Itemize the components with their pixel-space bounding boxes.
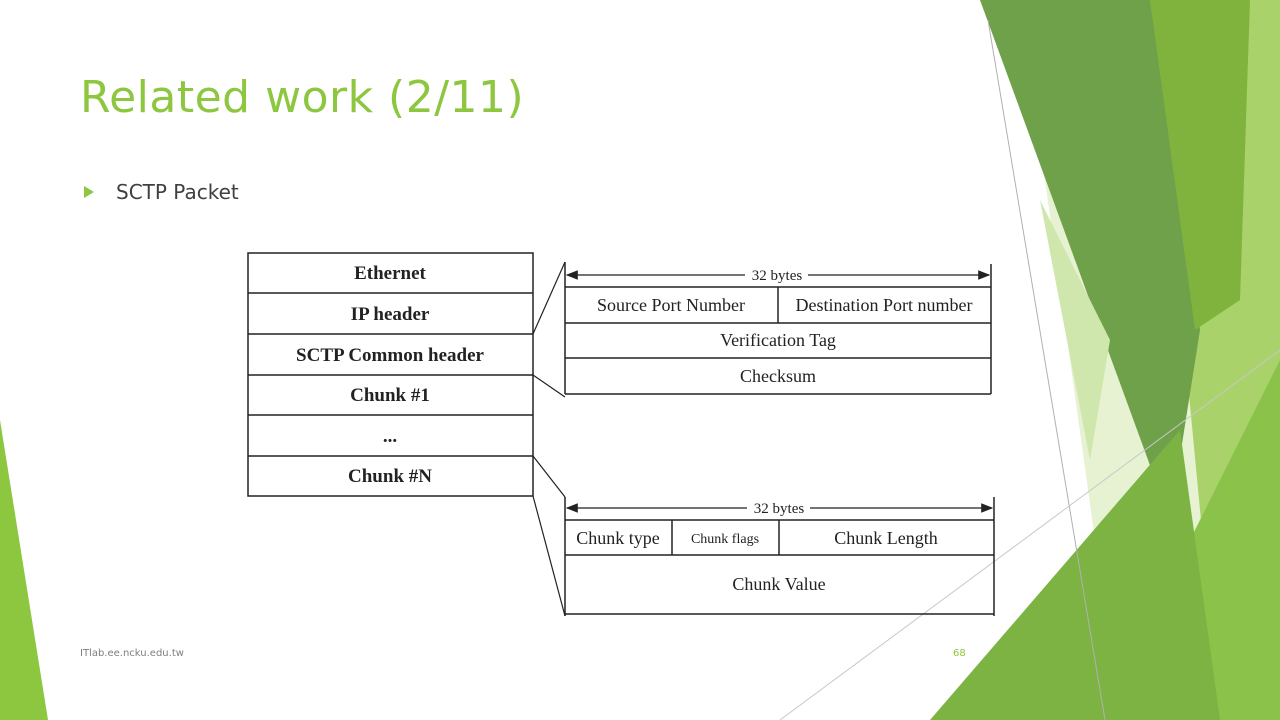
stack-ethernet: Ethernet: [354, 263, 426, 284]
field-source-port: Source Port Number: [597, 295, 745, 315]
field-destination-port: Destination Port number: [796, 295, 973, 315]
field-chunk-type: Chunk type: [576, 528, 660, 548]
footer-website: ITlab.ee.ncku.edu.tw: [80, 648, 184, 659]
field-verification-tag: Verification Tag: [720, 330, 836, 350]
field-chunk-value: Chunk Value: [732, 574, 825, 594]
common-header-detail: [564, 262, 992, 395]
bullet-item: SCTP Packet: [84, 180, 239, 204]
header-width-label: 32 bytes: [752, 268, 803, 284]
slide-title: Related work (2/11): [80, 72, 525, 123]
field-checksum: Checksum: [740, 366, 816, 386]
packet-stack: [247, 252, 534, 497]
chunk-detail: [564, 497, 995, 616]
bullet-arrow-icon: [84, 186, 94, 198]
stack-ellipsis: ...: [383, 426, 397, 447]
bullet-text: SCTP Packet: [116, 180, 239, 204]
page-number: 68: [953, 648, 966, 659]
stack-chunk-1: Chunk #1: [350, 385, 430, 406]
stack-sctp-common-header: SCTP Common header: [296, 345, 484, 366]
stack-chunk-n: Chunk #N: [348, 466, 432, 487]
field-chunk-flags: Chunk flags: [691, 532, 759, 547]
chunk-width-label: 32 bytes: [754, 501, 805, 517]
field-chunk-length: Chunk Length: [834, 528, 938, 548]
connector-lines: [532, 261, 566, 617]
stack-ip-header: IP header: [351, 304, 430, 325]
